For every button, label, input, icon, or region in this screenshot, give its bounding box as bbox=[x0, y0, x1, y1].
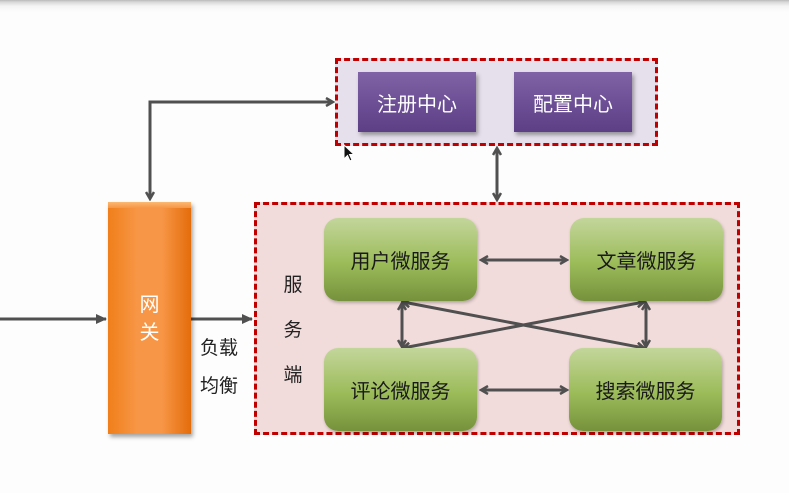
article-service-box[interactable]: 文章微服务 bbox=[570, 218, 723, 301]
load-balance-label-line1: 负载 bbox=[200, 337, 239, 359]
arrow-gateway-registry bbox=[150, 102, 333, 199]
service-side-label: 服 务 端 bbox=[281, 270, 305, 387]
config-center-box[interactable]: 配置中心 bbox=[514, 72, 632, 132]
config-center-label: 配置中心 bbox=[533, 91, 613, 116]
comment-service-box[interactable]: 评论微服务 bbox=[324, 348, 477, 431]
comment-service-label: 评论微服务 bbox=[350, 379, 451, 403]
article-service-label: 文章微服务 bbox=[596, 249, 697, 273]
mouse-cursor-icon bbox=[343, 144, 356, 162]
load-balance-label-line2: 均衡 bbox=[200, 375, 239, 397]
search-service-box[interactable]: 搜索微服务 bbox=[569, 348, 722, 431]
user-service-label: 用户微服务 bbox=[350, 249, 451, 273]
gateway-box[interactable]: 网 关 bbox=[108, 202, 191, 434]
service-side-char-2: 务 bbox=[283, 319, 303, 341]
gateway-label-char-1: 网 bbox=[139, 292, 160, 316]
registry-center-label: 注册中心 bbox=[377, 91, 457, 116]
service-side-char-1: 服 bbox=[283, 274, 303, 296]
gateway-label-char-2: 关 bbox=[139, 320, 160, 344]
window-top-edge bbox=[0, 0, 789, 12]
service-side-char-3: 端 bbox=[283, 364, 303, 386]
search-service-label: 搜索微服务 bbox=[595, 379, 696, 403]
user-service-box[interactable]: 用户微服务 bbox=[324, 218, 477, 301]
arrow-comment-article bbox=[403, 302, 644, 348]
registry-center-box[interactable]: 注册中心 bbox=[358, 72, 476, 132]
